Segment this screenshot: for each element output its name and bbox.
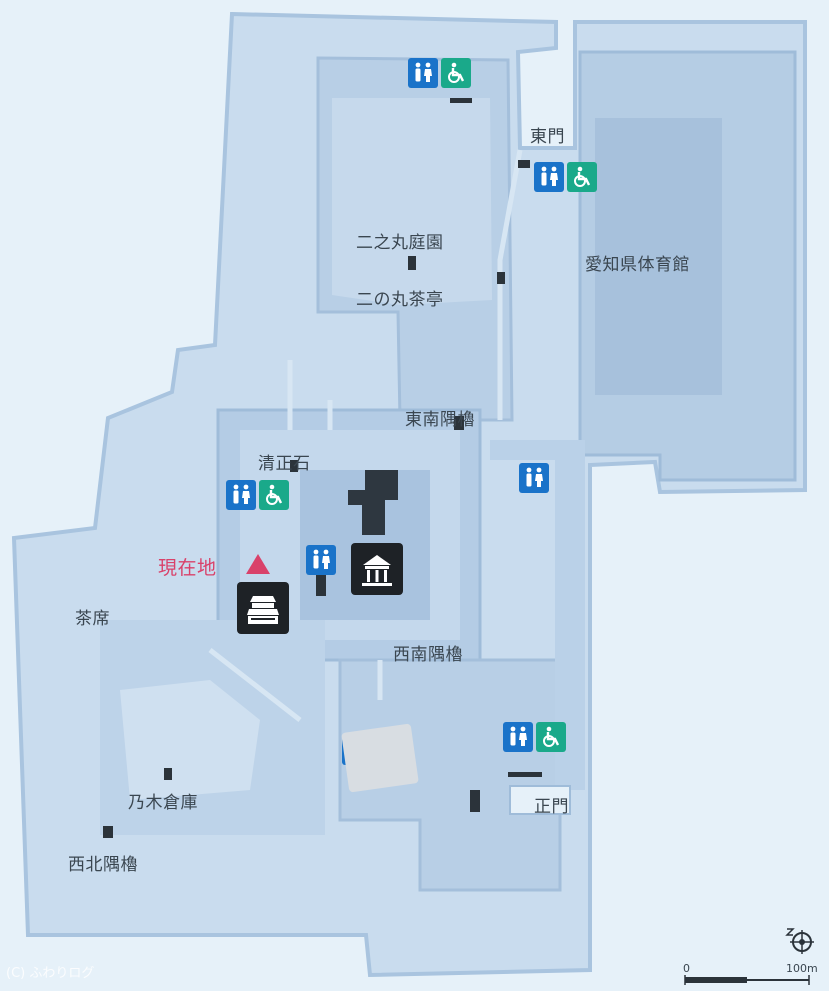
main-gate-box bbox=[509, 785, 571, 815]
scale-start: 0 bbox=[683, 962, 690, 975]
toilet-icon bbox=[408, 58, 438, 88]
facilities-main-gate bbox=[503, 722, 566, 752]
label-current-location: 現在地 bbox=[158, 557, 217, 579]
accessible-toilet-icon bbox=[441, 58, 471, 88]
label-tea-room: 茶席 bbox=[75, 609, 110, 629]
facilities-kiyomasa bbox=[226, 480, 289, 510]
gym-building bbox=[595, 118, 722, 395]
current-location-marker bbox=[246, 554, 270, 574]
castle-tower-icon bbox=[237, 582, 289, 634]
palace-icon bbox=[351, 543, 403, 595]
facilities-east-strip bbox=[519, 463, 549, 493]
main-tower-silhouette bbox=[348, 470, 398, 535]
toilet-icon bbox=[519, 463, 549, 493]
accessible-toilet-icon bbox=[259, 480, 289, 510]
label-kiyomasa-stone: 清正石 bbox=[258, 454, 311, 474]
scale-bar: 0 100m bbox=[683, 958, 818, 988]
scale-end: 100m bbox=[786, 962, 818, 975]
toilet-icon bbox=[503, 722, 533, 752]
toilet-icon bbox=[306, 545, 336, 575]
label-east-gate: 東門 bbox=[530, 127, 565, 147]
label-southeast-turret: 東南隅櫓 bbox=[405, 410, 475, 430]
toilet-icon bbox=[226, 480, 256, 510]
photo-credit: (C) ふわりログ bbox=[6, 966, 95, 981]
label-aichi-gym: 愛知県体育館 bbox=[585, 255, 690, 275]
label-main-gate: 正門 bbox=[534, 797, 569, 817]
covered-sticker bbox=[341, 723, 419, 793]
label-ninomaru-garden: 二之丸庭園 bbox=[356, 233, 444, 253]
toilet-icon bbox=[534, 162, 564, 192]
accessible-toilet-icon bbox=[567, 162, 597, 192]
facilities-honmaru bbox=[306, 545, 336, 575]
label-southwest-turret: 西南隅櫓 bbox=[393, 645, 463, 665]
accessible-toilet-icon bbox=[536, 722, 566, 752]
label-nogi-warehouse: 乃木倉庫 bbox=[128, 793, 198, 813]
east-strip bbox=[490, 440, 585, 790]
compass-icon bbox=[785, 925, 815, 955]
label-northwest-turret: 西北隅櫓 bbox=[68, 855, 138, 875]
facilities-east-gate bbox=[534, 162, 597, 192]
label-ninomaru-teahouse: 二の丸茶亭 bbox=[356, 290, 444, 310]
facilities-north bbox=[408, 58, 471, 88]
